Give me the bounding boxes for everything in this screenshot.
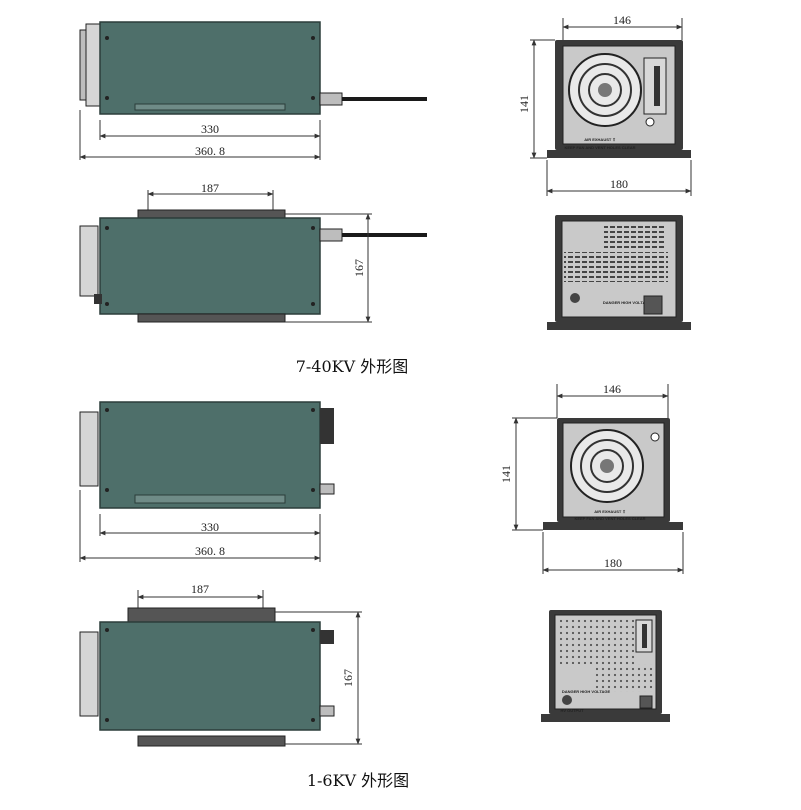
end-panel bbox=[79, 631, 99, 717]
side-view-7-40kv-top: 330 360. 8 bbox=[79, 21, 427, 160]
vent-slots bbox=[604, 224, 666, 248]
screw-icon bbox=[311, 488, 315, 492]
dim-height: 167 bbox=[352, 259, 366, 277]
warning-label: DANGER HIGH VOLTAGE bbox=[562, 689, 611, 694]
dim-body-length: 330 bbox=[201, 520, 219, 534]
dim-mount-spacing: 187 bbox=[201, 181, 219, 195]
terminal-block bbox=[320, 630, 334, 644]
dim-body-length: 330 bbox=[201, 122, 219, 136]
dim-mount-spacing: 187 bbox=[191, 582, 209, 596]
back-view-7-40kv: DANGER HIGH VOLTAGE bbox=[547, 215, 691, 330]
keep-clear-label: KEEP FAN AND VENT HOLES CLEAR bbox=[574, 516, 645, 521]
dim-base-width: 180 bbox=[610, 177, 628, 191]
end-panel bbox=[79, 225, 99, 297]
hv-output-connector bbox=[643, 295, 663, 315]
screw-icon bbox=[311, 408, 315, 412]
chassis-body bbox=[99, 217, 321, 315]
screw-icon bbox=[105, 96, 109, 100]
chassis-body bbox=[99, 21, 321, 115]
hv-connector bbox=[319, 228, 343, 242]
side-view-7-40kv-bottom: 187 167 bbox=[79, 181, 427, 323]
vent-holes bbox=[595, 664, 653, 692]
screw-icon bbox=[311, 718, 315, 722]
dim-width: 146 bbox=[603, 382, 621, 396]
vent-slots bbox=[564, 252, 668, 282]
hv-cable bbox=[342, 97, 427, 101]
bottom-mount-plate bbox=[137, 735, 286, 747]
hv-connector bbox=[319, 483, 335, 495]
ground-icon bbox=[562, 695, 572, 705]
top-mount-plate bbox=[127, 607, 276, 623]
base-flange bbox=[547, 322, 691, 330]
screw-icon bbox=[311, 96, 315, 100]
hv-connector bbox=[319, 705, 335, 717]
keep-clear-label: KEEP FAN AND VENT HOLES CLEAR bbox=[564, 145, 635, 150]
screw-icon bbox=[311, 628, 315, 632]
mount-rail bbox=[134, 103, 286, 111]
warning-label: DANGER HIGH VOLTAGE bbox=[603, 300, 652, 305]
caption-7-40kv: 7-40KV 外形图 bbox=[296, 357, 409, 376]
screw-icon bbox=[311, 226, 315, 230]
dim-total-length: 360. 8 bbox=[195, 544, 225, 558]
screw-icon bbox=[105, 226, 109, 230]
back-view-1-6kv: DANGER HIGH VOLTAGE HV OUTPUT bbox=[541, 610, 670, 722]
screw-icon bbox=[105, 488, 109, 492]
screw-icon bbox=[105, 718, 109, 722]
dim-height: 141 bbox=[499, 465, 513, 483]
hv-output-label: HV OUTPUT bbox=[560, 708, 584, 713]
front-view-7-40kv: 146 AIR EXHAUST ⇧ KEEP FAN AND VENT HOLE… bbox=[517, 13, 692, 196]
screw-icon bbox=[105, 628, 109, 632]
indicator-icon bbox=[645, 117, 655, 127]
screw-icon bbox=[105, 36, 109, 40]
screw-icon bbox=[311, 36, 315, 40]
hv-output-connector bbox=[639, 695, 653, 709]
bottom-mount-plate bbox=[137, 313, 286, 323]
exhaust-label: AIR EXHAUST ⇧ bbox=[584, 137, 616, 142]
top-mount-plate bbox=[137, 209, 286, 219]
dim-height: 141 bbox=[517, 95, 531, 113]
front-view-1-6kv: 146 AIR EXHAUST ⇧ KEEP FAN AND VENT HOLE… bbox=[499, 382, 684, 574]
exhaust-label: AIR EXHAUST ⇧ bbox=[594, 509, 626, 514]
dim-total-length: 360. 8 bbox=[195, 144, 225, 158]
dim-width: 146 bbox=[613, 13, 631, 27]
screw-icon bbox=[105, 408, 109, 412]
chassis-body bbox=[99, 401, 321, 509]
base-flange bbox=[547, 150, 691, 158]
end-panel bbox=[79, 411, 99, 487]
screw-icon bbox=[105, 302, 109, 306]
dim-base-width: 180 bbox=[604, 556, 622, 570]
base-flange bbox=[541, 714, 670, 722]
hv-cable bbox=[342, 233, 427, 237]
caption-1-6kv: 1-6KV 外形图 bbox=[307, 771, 409, 790]
ground-stud bbox=[94, 294, 102, 304]
screw-icon bbox=[311, 302, 315, 306]
hv-connector bbox=[319, 92, 343, 106]
ground-icon bbox=[570, 293, 580, 303]
mount-rail bbox=[134, 494, 286, 504]
indicator-icon bbox=[650, 432, 660, 442]
vent-holes bbox=[558, 618, 634, 664]
base-flange bbox=[543, 522, 683, 530]
side-view-1-6kv-bottom: 187 167 bbox=[79, 582, 362, 747]
terminal-block bbox=[320, 408, 334, 444]
dim-height: 167 bbox=[341, 669, 355, 687]
chassis-body bbox=[99, 621, 321, 731]
side-view-1-6kv-top: 330 360. 8 bbox=[79, 401, 335, 562]
